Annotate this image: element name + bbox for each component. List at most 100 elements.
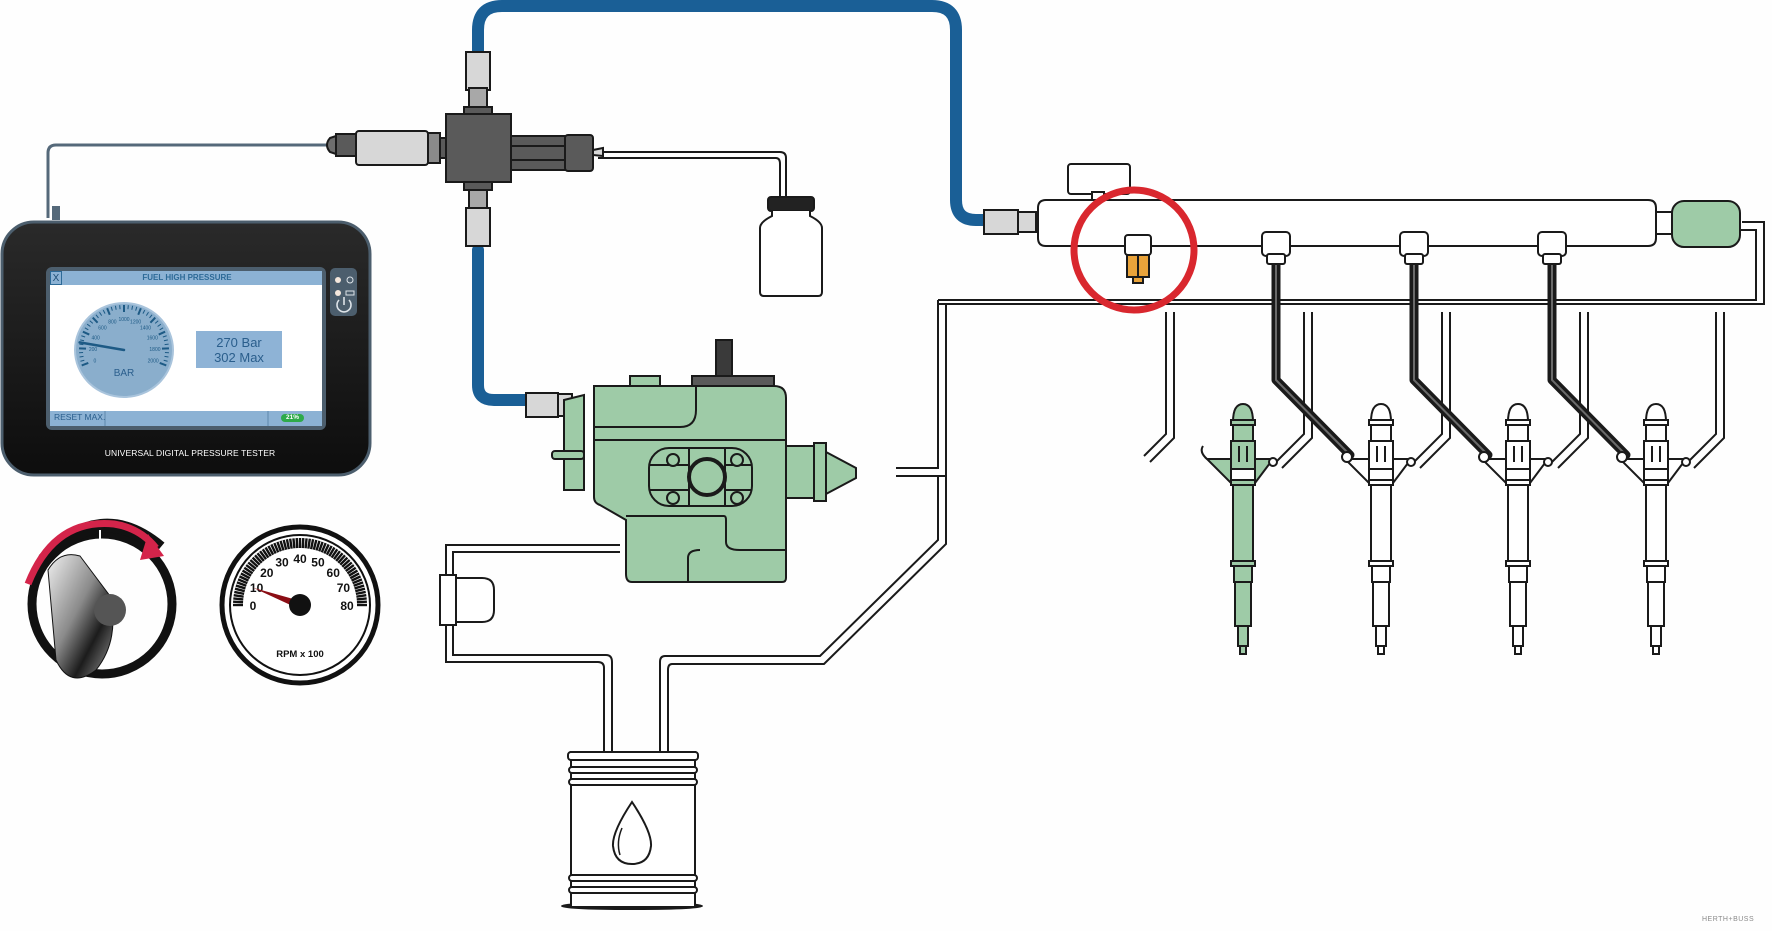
gauge-tick xyxy=(163,359,168,362)
tacho-tick xyxy=(234,587,245,593)
injector-return-wing xyxy=(1392,458,1413,486)
injector-shaft xyxy=(1507,484,1529,562)
gauge-tick-label: 200 xyxy=(89,347,98,353)
tacho-tick xyxy=(307,538,312,549)
tacho-tick-label: 60 xyxy=(327,566,341,580)
injector-return-wing xyxy=(1254,458,1275,486)
tacho-tick xyxy=(279,540,285,551)
leak-off-fitting xyxy=(1681,457,1691,467)
injector-tip xyxy=(1239,645,1247,655)
gauge-tick xyxy=(79,343,84,346)
tacho-tick xyxy=(320,542,327,553)
tacho-tick-label: 80 xyxy=(340,599,354,613)
injector-cap xyxy=(1231,402,1255,423)
gauge-tick xyxy=(158,330,166,336)
gauge-tick xyxy=(114,305,117,310)
gauge-unit-label: BAR xyxy=(114,368,135,379)
tacho-tick xyxy=(237,578,248,585)
gauge-tick-label: 1200 xyxy=(130,319,141,325)
tacho-tick xyxy=(339,556,349,566)
injector-body xyxy=(1368,440,1394,470)
gauge-tick xyxy=(159,327,164,331)
tacho-tick xyxy=(355,590,366,596)
gauge-tick-label: 1000 xyxy=(118,317,129,323)
readout-max: 302 Max xyxy=(214,350,264,365)
injector-neck xyxy=(1232,424,1254,442)
fuel-tank xyxy=(561,751,703,910)
gauge-tick xyxy=(106,307,111,316)
tacho-tick xyxy=(236,581,247,587)
injector-return-wing xyxy=(1667,458,1688,486)
gauge-tick xyxy=(145,311,149,316)
tacho-tick xyxy=(330,548,339,559)
injector-tip xyxy=(1652,645,1660,655)
injector-nozzle xyxy=(1650,625,1662,647)
tacho-tick xyxy=(351,575,362,582)
screen-title: FUEL HIGH PRESSURE xyxy=(142,273,232,282)
tacho-tick xyxy=(245,564,255,573)
gauge-tick-label: 2000 xyxy=(148,359,159,365)
tacho-tick xyxy=(273,542,280,553)
gauge-tick xyxy=(149,314,153,319)
tacho-tick xyxy=(312,539,318,550)
close-button[interactable]: X xyxy=(50,271,62,285)
gauge-tick xyxy=(80,339,85,342)
tacho-tick-label: 70 xyxy=(337,581,351,595)
gauge-tick xyxy=(95,314,99,319)
gauge-tick xyxy=(163,339,168,342)
tacho-tick xyxy=(285,539,291,550)
injector-inlet-wing xyxy=(1617,458,1645,486)
gauge-tick xyxy=(84,327,89,331)
tacho-tick xyxy=(346,566,357,575)
gauge-tick xyxy=(86,323,91,327)
gauge-tick-label: 1800 xyxy=(149,347,160,353)
gauge-tick xyxy=(162,335,167,338)
tacho-tick-label: 50 xyxy=(311,556,325,570)
gauge-needle xyxy=(78,341,126,352)
tacho-hub xyxy=(289,594,311,616)
injector-cap xyxy=(1644,402,1668,423)
injector-nozzle xyxy=(1512,625,1524,647)
gauge-tick xyxy=(110,306,113,311)
tacho-tick xyxy=(353,581,364,587)
gauge-tick xyxy=(81,335,86,338)
tacho-tick xyxy=(352,578,363,585)
tacho-tick xyxy=(349,572,360,580)
injector-neck xyxy=(1507,424,1529,442)
tacho-tick xyxy=(270,543,277,554)
tacho-tick xyxy=(304,538,308,549)
gauge-tick-label: 1400 xyxy=(140,326,151,332)
tacho-tick xyxy=(288,538,293,549)
gauge-tick xyxy=(159,362,167,367)
tacho-tick xyxy=(335,552,344,562)
return-lines xyxy=(445,151,1765,752)
tacho-tick xyxy=(235,584,246,590)
led-indicator xyxy=(335,277,341,283)
gauge-tick xyxy=(157,323,162,327)
injector-body xyxy=(1505,440,1531,470)
gauge-tick xyxy=(89,320,94,324)
tacho-tick xyxy=(292,538,296,549)
tacho-tick xyxy=(328,546,336,557)
inlet-cap xyxy=(1200,445,1208,460)
gauge-tick xyxy=(79,355,84,358)
tacho-tick xyxy=(343,561,353,570)
pipe-nut xyxy=(1616,451,1628,463)
injector-neck xyxy=(1645,424,1667,442)
injector-3 xyxy=(1478,402,1553,655)
tacho-tick xyxy=(276,541,282,552)
gauge-tick-label: 600 xyxy=(98,326,107,332)
gauge-tick xyxy=(81,362,89,367)
tacho-tick-label: 30 xyxy=(275,556,289,570)
injector-2 xyxy=(1341,402,1416,655)
tacho-tick xyxy=(249,559,259,568)
gauge-tick-label: 0 xyxy=(93,359,96,365)
injector-nozzle xyxy=(1237,625,1249,647)
pressure-sensor xyxy=(326,130,447,166)
injector-1 xyxy=(1200,402,1278,655)
injector-neck xyxy=(1370,424,1392,442)
readout-current: 270 Bar xyxy=(216,335,262,350)
reset-max-button[interactable]: RESET MAX. xyxy=(54,412,106,422)
